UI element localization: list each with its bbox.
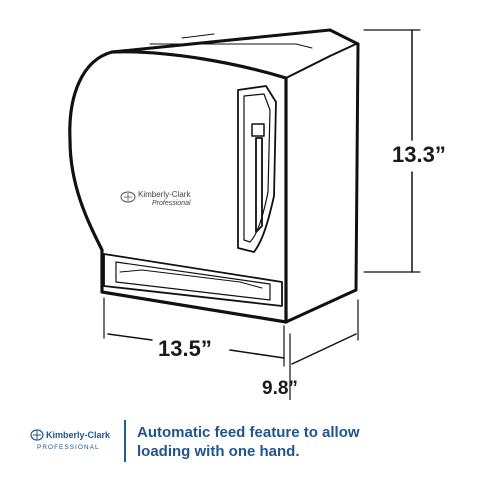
- right-side-edge: [354, 42, 360, 292]
- bottom-right-edge: [284, 288, 358, 324]
- front-right-edge: [285, 43, 357, 79]
- lever-slot: [255, 137, 263, 233]
- height-dimension-label: 13.3”: [392, 142, 446, 167]
- housing-brand-name: Kimberly-Clark: [138, 190, 191, 199]
- top-lid-slot: [181, 33, 215, 39]
- lever-window-outer: [237, 85, 277, 253]
- feature-line-1: Automatic feed feature to allow: [137, 424, 360, 441]
- lever-window-inner: [243, 93, 271, 243]
- front-edge-detail: [101, 291, 117, 295]
- kimberly-clark-footer-logo: Kimberly-Clark PROFESSIONAL: [29, 426, 115, 454]
- dispenser-drawing: [68, 28, 421, 400]
- housing-brand-sub: Professional: [152, 200, 191, 207]
- kimberly-clark-logo-icon: [120, 191, 136, 203]
- feature-description: Automatic feed feature to allow loading …: [137, 423, 487, 461]
- dispensing-opening-inner: [115, 261, 271, 301]
- depth-dimension-label: 9.8”: [262, 378, 298, 399]
- footer-logo-sub: PROFESSIONAL: [37, 444, 100, 451]
- width-dimension-line-2: [229, 349, 285, 359]
- footer-logo-name: Kimberly-Clark: [46, 430, 111, 440]
- depth-dimension-line: [291, 333, 357, 365]
- dispensing-slot-detail: [119, 269, 263, 289]
- feature-line-2: loading with one hand.: [137, 443, 300, 460]
- housing-front-outline: [68, 50, 288, 324]
- top-lid-slot-2: [295, 43, 313, 49]
- housing-brand-badge: [120, 191, 136, 203]
- top-back-edge: [110, 28, 360, 54]
- dispensing-opening-outer: [103, 253, 283, 307]
- width-dimension-label: 13.5”: [158, 336, 212, 361]
- lever-handle: [251, 123, 265, 137]
- width-dimension-line: [107, 333, 153, 341]
- footer-divider: [124, 420, 126, 462]
